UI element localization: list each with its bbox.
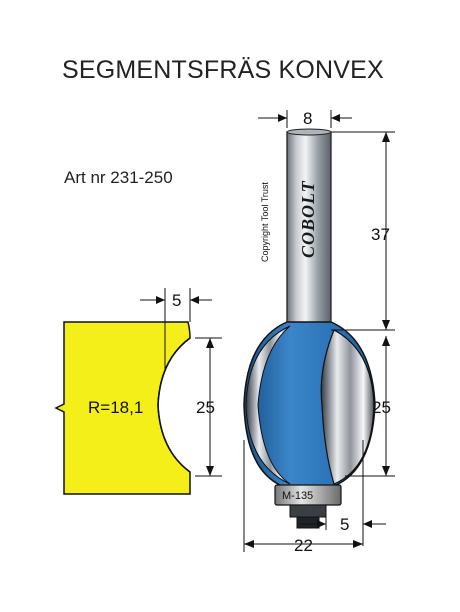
profile-concave-edge <box>157 337 191 473</box>
bearing-nut <box>289 504 327 518</box>
bearing-label: M-135 <box>282 490 313 502</box>
diameter-dimension: 22 <box>243 440 363 555</box>
article-number: Art nr 231-250 <box>64 168 173 187</box>
profile-offset-dimension: 5 <box>140 288 212 322</box>
profile-offset-label: 5 <box>172 291 181 310</box>
diameter-label: 22 <box>294 536 313 555</box>
bearing-offset-dimension: 5 <box>300 440 386 546</box>
shank-diameter-label: 8 <box>303 109 312 128</box>
cutter-blade-right <box>320 329 375 485</box>
bearing-screw <box>296 516 320 529</box>
shank-dimension: 8 <box>258 109 352 128</box>
profile-height-dimension: 25 <box>195 337 222 477</box>
page-title: SEGMENTSFRÄS KONVEX <box>62 56 384 84</box>
profile-radius-label: R=18,1 <box>88 398 143 417</box>
cutter-height-label: 25 <box>372 398 391 417</box>
brand-label: COBOLT <box>298 180 318 258</box>
shank-length-label: 37 <box>371 225 390 244</box>
shank-length-dimension: 37 <box>331 131 395 331</box>
cutter-height-dimension: 25 <box>345 336 395 477</box>
bearing-offset-label: 5 <box>340 515 349 534</box>
profile-height-label: 25 <box>196 398 215 417</box>
cutter-blade-left <box>245 325 291 485</box>
copyright-label: Copyright Tool Trust <box>260 182 270 262</box>
